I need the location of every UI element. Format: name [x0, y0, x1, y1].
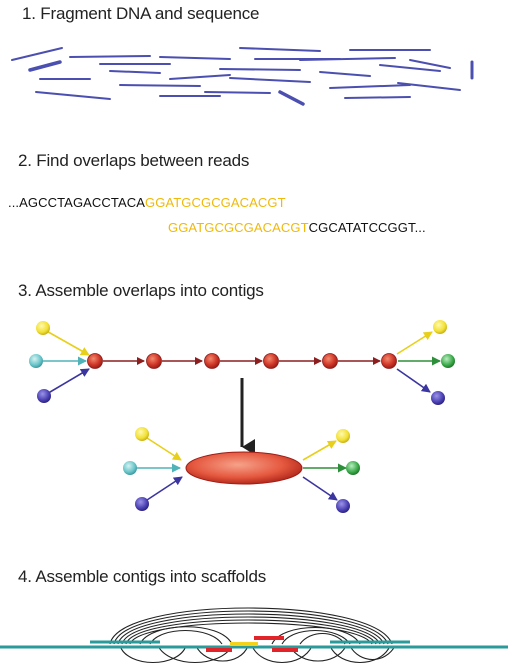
read-1-prefix: ...AGCCTAGACCTACA	[8, 195, 146, 210]
read-fragment	[169, 74, 231, 80]
contig-node	[146, 353, 162, 369]
yellow-node	[135, 427, 149, 441]
read-1-sequence: ...AGCCTAGACCTACAGGATGCGCGACACGT	[8, 195, 286, 210]
step-1-title: 1. Fragment DNA and sequence	[22, 4, 260, 23]
scaffold-diagram	[0, 607, 508, 664]
contig-graph	[123, 427, 360, 513]
read-graph	[29, 320, 455, 405]
purple-node	[336, 499, 350, 513]
step-2-title: 2. Find overlaps between reads	[18, 151, 250, 170]
read-fragment	[109, 70, 161, 74]
read-fragment	[119, 84, 201, 87]
contig-node	[87, 353, 103, 369]
step-4-title: 4. Assemble contigs into scaffolds	[18, 567, 267, 586]
read-fragment	[329, 84, 411, 89]
cyan-node	[123, 461, 137, 475]
read-fragment	[229, 77, 311, 83]
read-1-overlap: GGATGCGCGACACGT	[145, 195, 286, 210]
contig-node	[204, 353, 220, 369]
read-fragment	[35, 91, 111, 100]
read-fragment	[239, 47, 321, 52]
yellow-node	[36, 321, 50, 335]
read-2-sequence: GGATGCGCGACACGTCGCATATCCGGT...	[168, 220, 426, 235]
read-2-suffix: CGCATATCCGGT...	[308, 220, 426, 235]
read-fragment	[344, 96, 411, 99]
green-node	[346, 461, 360, 475]
contig-ellipse	[185, 451, 303, 485]
contig-node	[263, 353, 279, 369]
yellow-node	[336, 429, 350, 443]
read-fragment	[159, 56, 231, 60]
step-3-title: 3. Assemble overlaps into contigs	[18, 281, 264, 300]
purple-node	[431, 391, 445, 405]
contig-node	[322, 353, 338, 369]
purple-node	[135, 497, 149, 511]
contig-node	[381, 353, 397, 369]
read-fragment	[397, 82, 461, 91]
read-fragment	[319, 71, 371, 77]
green-node	[441, 354, 455, 368]
read-fragment	[379, 64, 441, 72]
read-2-overlap: GGATGCGCGACACGT	[168, 220, 309, 235]
read-fragment	[69, 55, 151, 58]
purple-node	[37, 389, 51, 403]
yellow-node	[433, 320, 447, 334]
read-fragment	[11, 47, 63, 61]
read-fragment	[204, 91, 271, 94]
sequence-reads	[11, 47, 474, 106]
cyan-node	[29, 354, 43, 368]
read-fragment	[299, 57, 396, 61]
read-fragment	[219, 68, 301, 71]
read-fragment	[278, 90, 305, 106]
read-fragment	[409, 59, 451, 69]
read-fragment	[28, 60, 62, 72]
